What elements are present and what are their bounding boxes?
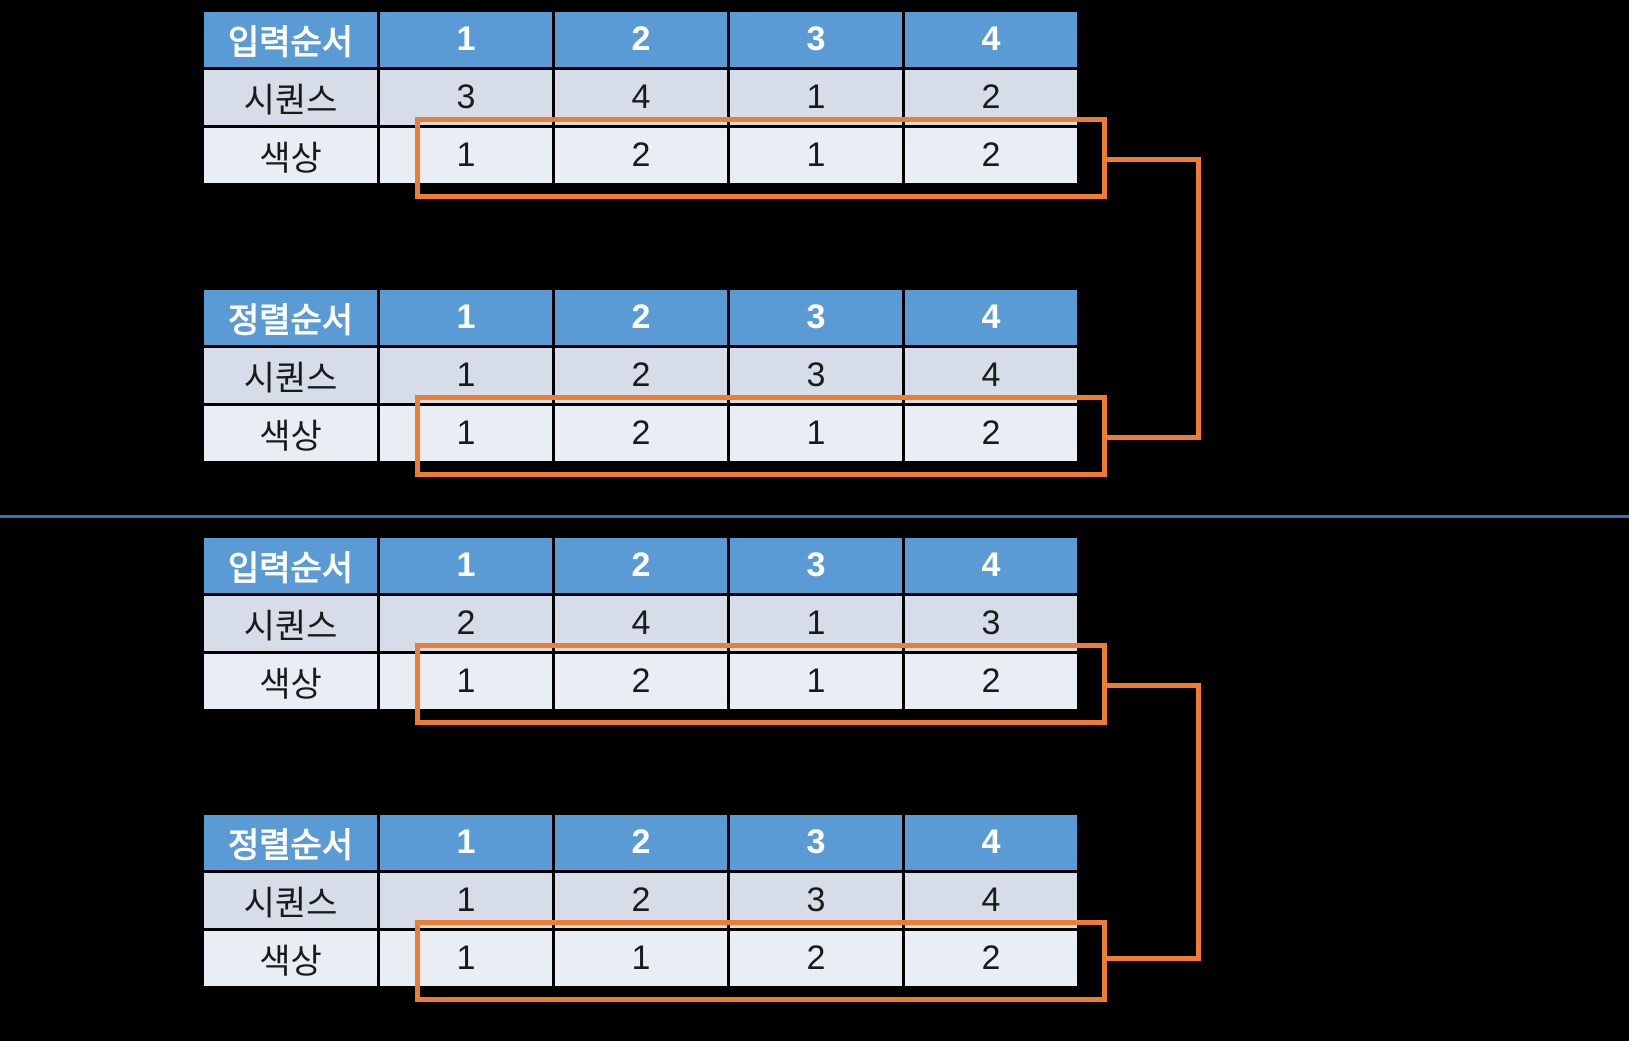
sequence-value-4: 4 <box>905 873 1077 928</box>
color-row: 색상 1 2 1 2 <box>204 128 1080 183</box>
column-header-4: 4 <box>905 290 1077 345</box>
connector-1-bottom-arm <box>1102 435 1201 440</box>
input-table-2: 입력순서 1 2 3 4 시퀀스 2 4 1 3 색상 1 2 1 2 <box>204 538 1080 709</box>
color-value-3: 1 <box>730 406 902 461</box>
column-header-3: 3 <box>730 538 902 593</box>
color-value-1: 1 <box>380 406 552 461</box>
sequence-value-1: 3 <box>380 70 552 125</box>
row-label-sequence: 시퀀스 <box>204 70 377 125</box>
color-row: 색상 1 2 1 2 <box>204 406 1080 461</box>
table-header-row: 입력순서 1 2 3 4 <box>204 12 1080 67</box>
sequence-row: 시퀀스 1 2 3 4 <box>204 348 1080 403</box>
row-label-color: 색상 <box>204 654 377 709</box>
connector-1-top-arm <box>1102 157 1201 162</box>
table-title-cell: 입력순서 <box>204 538 377 593</box>
sorted-table-1: 정렬순서 1 2 3 4 시퀀스 1 2 3 4 색상 1 2 1 2 <box>204 290 1080 461</box>
column-header-4: 4 <box>905 12 1077 67</box>
sequence-row: 시퀀스 3 4 1 2 <box>204 70 1080 125</box>
sequence-row: 시퀀스 2 4 1 3 <box>204 596 1080 651</box>
table-header-row: 입력순서 1 2 3 4 <box>204 538 1080 593</box>
connector-2-top-arm <box>1102 683 1201 688</box>
sequence-value-3: 3 <box>730 348 902 403</box>
sequence-value-2: 4 <box>555 596 727 651</box>
row-label-sequence: 시퀀스 <box>204 348 377 403</box>
row-label-color: 색상 <box>204 128 377 183</box>
row-label-color: 색상 <box>204 931 377 986</box>
color-value-4: 2 <box>905 128 1077 183</box>
sequence-value-2: 4 <box>555 70 727 125</box>
connector-2-bottom-arm <box>1102 956 1201 961</box>
row-label-sequence: 시퀀스 <box>204 873 377 928</box>
sequence-value-3: 1 <box>730 596 902 651</box>
input-table-1: 입력순서 1 2 3 4 시퀀스 3 4 1 2 색상 1 2 1 2 <box>204 12 1080 183</box>
sorted-table-2: 정렬순서 1 2 3 4 시퀀스 1 2 3 4 색상 1 1 2 2 <box>204 815 1080 986</box>
column-header-2: 2 <box>555 538 727 593</box>
column-header-2: 2 <box>555 290 727 345</box>
sequence-value-3: 1 <box>730 70 902 125</box>
row-label-sequence: 시퀀스 <box>204 596 377 651</box>
sequence-value-4: 3 <box>905 596 1077 651</box>
table-title-cell: 정렬순서 <box>204 815 377 870</box>
color-value-3: 1 <box>730 128 902 183</box>
column-header-1: 1 <box>380 290 552 345</box>
color-value-3: 1 <box>730 654 902 709</box>
color-value-2: 1 <box>555 931 727 986</box>
color-row: 색상 1 1 2 2 <box>204 931 1080 986</box>
color-value-1: 1 <box>380 931 552 986</box>
sequence-row: 시퀀스 1 2 3 4 <box>204 873 1080 928</box>
sequence-value-2: 2 <box>555 348 727 403</box>
column-header-3: 3 <box>730 815 902 870</box>
section-divider <box>0 515 1629 518</box>
sequence-value-1: 2 <box>380 596 552 651</box>
column-header-4: 4 <box>905 538 1077 593</box>
sequence-value-4: 2 <box>905 70 1077 125</box>
row-label-color: 색상 <box>204 406 377 461</box>
color-value-1: 1 <box>380 128 552 183</box>
sequence-value-1: 1 <box>380 873 552 928</box>
color-value-4: 2 <box>905 654 1077 709</box>
column-header-3: 3 <box>730 12 902 67</box>
column-header-2: 2 <box>555 12 727 67</box>
color-row: 색상 1 2 1 2 <box>204 654 1080 709</box>
connector-1-vertical <box>1196 157 1201 440</box>
color-value-3: 2 <box>730 931 902 986</box>
sequence-value-4: 4 <box>905 348 1077 403</box>
column-header-4: 4 <box>905 815 1077 870</box>
color-value-4: 2 <box>905 931 1077 986</box>
table-title-cell: 입력순서 <box>204 12 377 67</box>
color-value-2: 2 <box>555 406 727 461</box>
color-value-2: 2 <box>555 128 727 183</box>
color-value-4: 2 <box>905 406 1077 461</box>
column-header-1: 1 <box>380 815 552 870</box>
table-title-cell: 정렬순서 <box>204 290 377 345</box>
sequence-value-1: 1 <box>380 348 552 403</box>
column-header-1: 1 <box>380 12 552 67</box>
table-header-row: 정렬순서 1 2 3 4 <box>204 290 1080 345</box>
sequence-value-3: 3 <box>730 873 902 928</box>
column-header-3: 3 <box>730 290 902 345</box>
column-header-1: 1 <box>380 538 552 593</box>
sequence-value-2: 2 <box>555 873 727 928</box>
color-value-1: 1 <box>380 654 552 709</box>
table-header-row: 정렬순서 1 2 3 4 <box>204 815 1080 870</box>
column-header-2: 2 <box>555 815 727 870</box>
connector-2-vertical <box>1196 683 1201 961</box>
color-value-2: 2 <box>555 654 727 709</box>
